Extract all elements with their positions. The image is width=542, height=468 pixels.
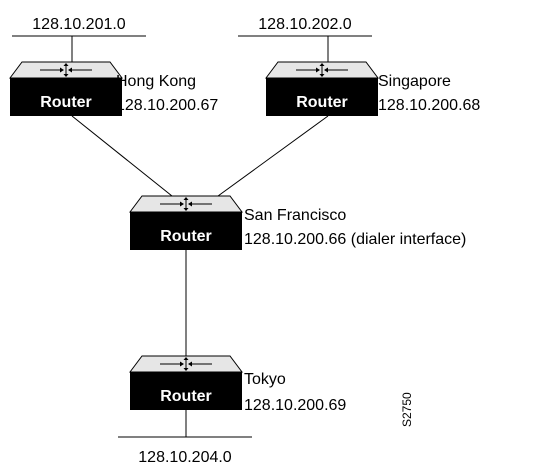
hong-kong-address: 128.10.200.67 [116, 97, 218, 114]
router-device-label: Router [160, 228, 212, 245]
hk-lan-label: 128.10.201.0 [32, 16, 126, 33]
router-device-label: Router [40, 94, 92, 111]
hk-lan-segment [12, 35, 146, 62]
router-tokyo: Router [129, 355, 243, 411]
tokyo-address: 128.10.200.69 [244, 397, 346, 414]
sg-lan-label: 128.10.202.0 [258, 16, 352, 33]
sg-lan-segment [238, 35, 372, 62]
router-device-label: Router [296, 94, 348, 111]
hong-kong-name: Hong Kong [116, 73, 196, 90]
router-san-francisco: Router [129, 195, 243, 251]
figure-id: S2750 [400, 392, 414, 427]
router-device-label: Router [160, 388, 212, 405]
tokyo-lan-segment [118, 410, 252, 438]
router-hong-kong: Router [9, 61, 123, 117]
singapore-name: Singapore [378, 73, 451, 90]
router-singapore: Router [265, 61, 379, 117]
tokyo-lan-label: 128.10.204.0 [138, 449, 232, 466]
singapore-address: 128.10.200.68 [378, 97, 480, 114]
link-hk-sf [71, 115, 173, 197]
link-sg-sf [217, 115, 329, 197]
tokyo-name: Tokyo [244, 371, 286, 388]
san-francisco-address: 128.10.200.66 (dialer interface) [244, 231, 466, 248]
san-francisco-name: San Francisco [244, 207, 346, 224]
